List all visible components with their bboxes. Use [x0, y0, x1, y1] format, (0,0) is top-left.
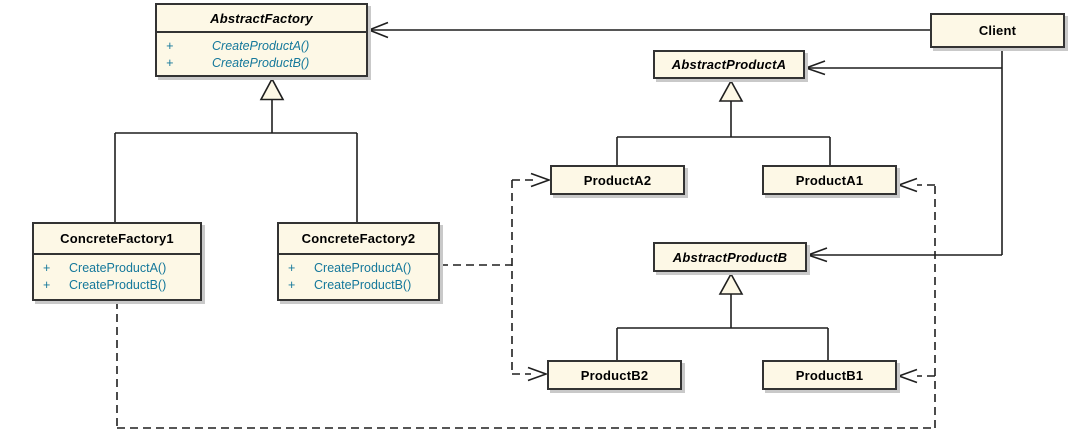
association-client-to-abstractproducta	[803, 60, 1002, 76]
method-row: + CreateProductA()	[166, 38, 366, 55]
open-arrowhead-icon	[366, 21, 389, 39]
visibility-label: +	[166, 56, 174, 70]
open-arrowhead-icon	[805, 247, 828, 263]
operations-compartment: + CreateProductA() + CreateProductB()	[279, 253, 438, 294]
association-client-to-abstractfactory	[366, 21, 930, 39]
class-box-abstractproducta[interactable]: AbstractProductA	[653, 50, 805, 79]
class-box-abstractproductb[interactable]: AbstractProductB	[653, 242, 807, 272]
class-title: ProductB1	[795, 367, 864, 383]
generalization-to-abstractproducta	[616, 79, 831, 165]
class-box-producta2[interactable]: ProductA2	[550, 165, 685, 195]
class-title: ConcreteFactory2	[301, 231, 416, 246]
class-box-concretefactory1[interactable]: ConcreteFactory1 + CreateProductA() + Cr…	[32, 222, 202, 301]
method-signature: CreateProductA()	[69, 261, 167, 275]
class-box-producta1[interactable]: ProductA1	[762, 165, 897, 195]
method-row: + CreateProductB()	[288, 277, 438, 294]
class-box-productb2[interactable]: ProductB2	[547, 360, 682, 390]
method-signature: CreateProductA()	[212, 39, 310, 53]
operations-compartment: + CreateProductA() + CreateProductB()	[157, 31, 366, 72]
operations-compartment: + CreateProductA() + CreateProductB()	[34, 253, 200, 294]
visibility-label: +	[288, 261, 296, 275]
class-title: ConcreteFactory1	[60, 231, 174, 246]
hollow-triangle-icon	[718, 79, 744, 102]
method-row: + CreateProductB()	[43, 277, 200, 294]
class-title: ProductB2	[580, 367, 649, 383]
generalization-to-abstractproductb	[616, 272, 829, 360]
hollow-triangle-icon	[259, 77, 285, 101]
class-box-productb1[interactable]: ProductB1	[762, 360, 897, 390]
class-box-concretefactory2[interactable]: ConcreteFactory2 + CreateProductA() + Cr…	[277, 222, 440, 301]
hollow-triangle-icon	[718, 272, 744, 295]
method-signature: CreateProductB()	[212, 56, 310, 70]
dependency-concretefactory1-to-products	[116, 177, 936, 429]
open-arrowhead-icon	[896, 177, 918, 193]
method-signature: CreateProductA()	[314, 261, 412, 275]
method-signature: CreateProductB()	[314, 278, 412, 292]
method-row: + CreateProductB()	[166, 55, 366, 72]
open-arrowhead-icon	[803, 60, 826, 76]
class-title: ProductA1	[795, 172, 864, 188]
association-client-to-abstractproductb	[805, 247, 1002, 263]
class-title: AbstractProductA	[671, 57, 787, 72]
class-title: ProductA2	[583, 172, 652, 188]
open-arrowhead-icon	[896, 368, 918, 384]
method-row: + CreateProductA()	[43, 260, 200, 277]
class-box-abstractfactory[interactable]: AbstractFactory + CreateProductA() + Cre…	[155, 3, 368, 77]
open-arrowhead-icon	[527, 366, 549, 382]
class-title: AbstractFactory	[210, 10, 313, 26]
visibility-label: +	[288, 278, 296, 292]
visibility-label: +	[43, 261, 51, 275]
method-signature: CreateProductB()	[69, 278, 167, 292]
class-title: AbstractProductB	[672, 249, 788, 265]
generalization-to-abstractfactory	[114, 77, 358, 222]
visibility-label: +	[166, 39, 174, 53]
dependency-concretefactory2-to-products	[440, 172, 552, 382]
method-row: + CreateProductA()	[288, 260, 438, 277]
class-title: Client	[978, 23, 1017, 38]
visibility-label: +	[43, 278, 51, 292]
class-box-client[interactable]: Client	[930, 13, 1065, 48]
open-arrowhead-icon	[530, 172, 552, 188]
